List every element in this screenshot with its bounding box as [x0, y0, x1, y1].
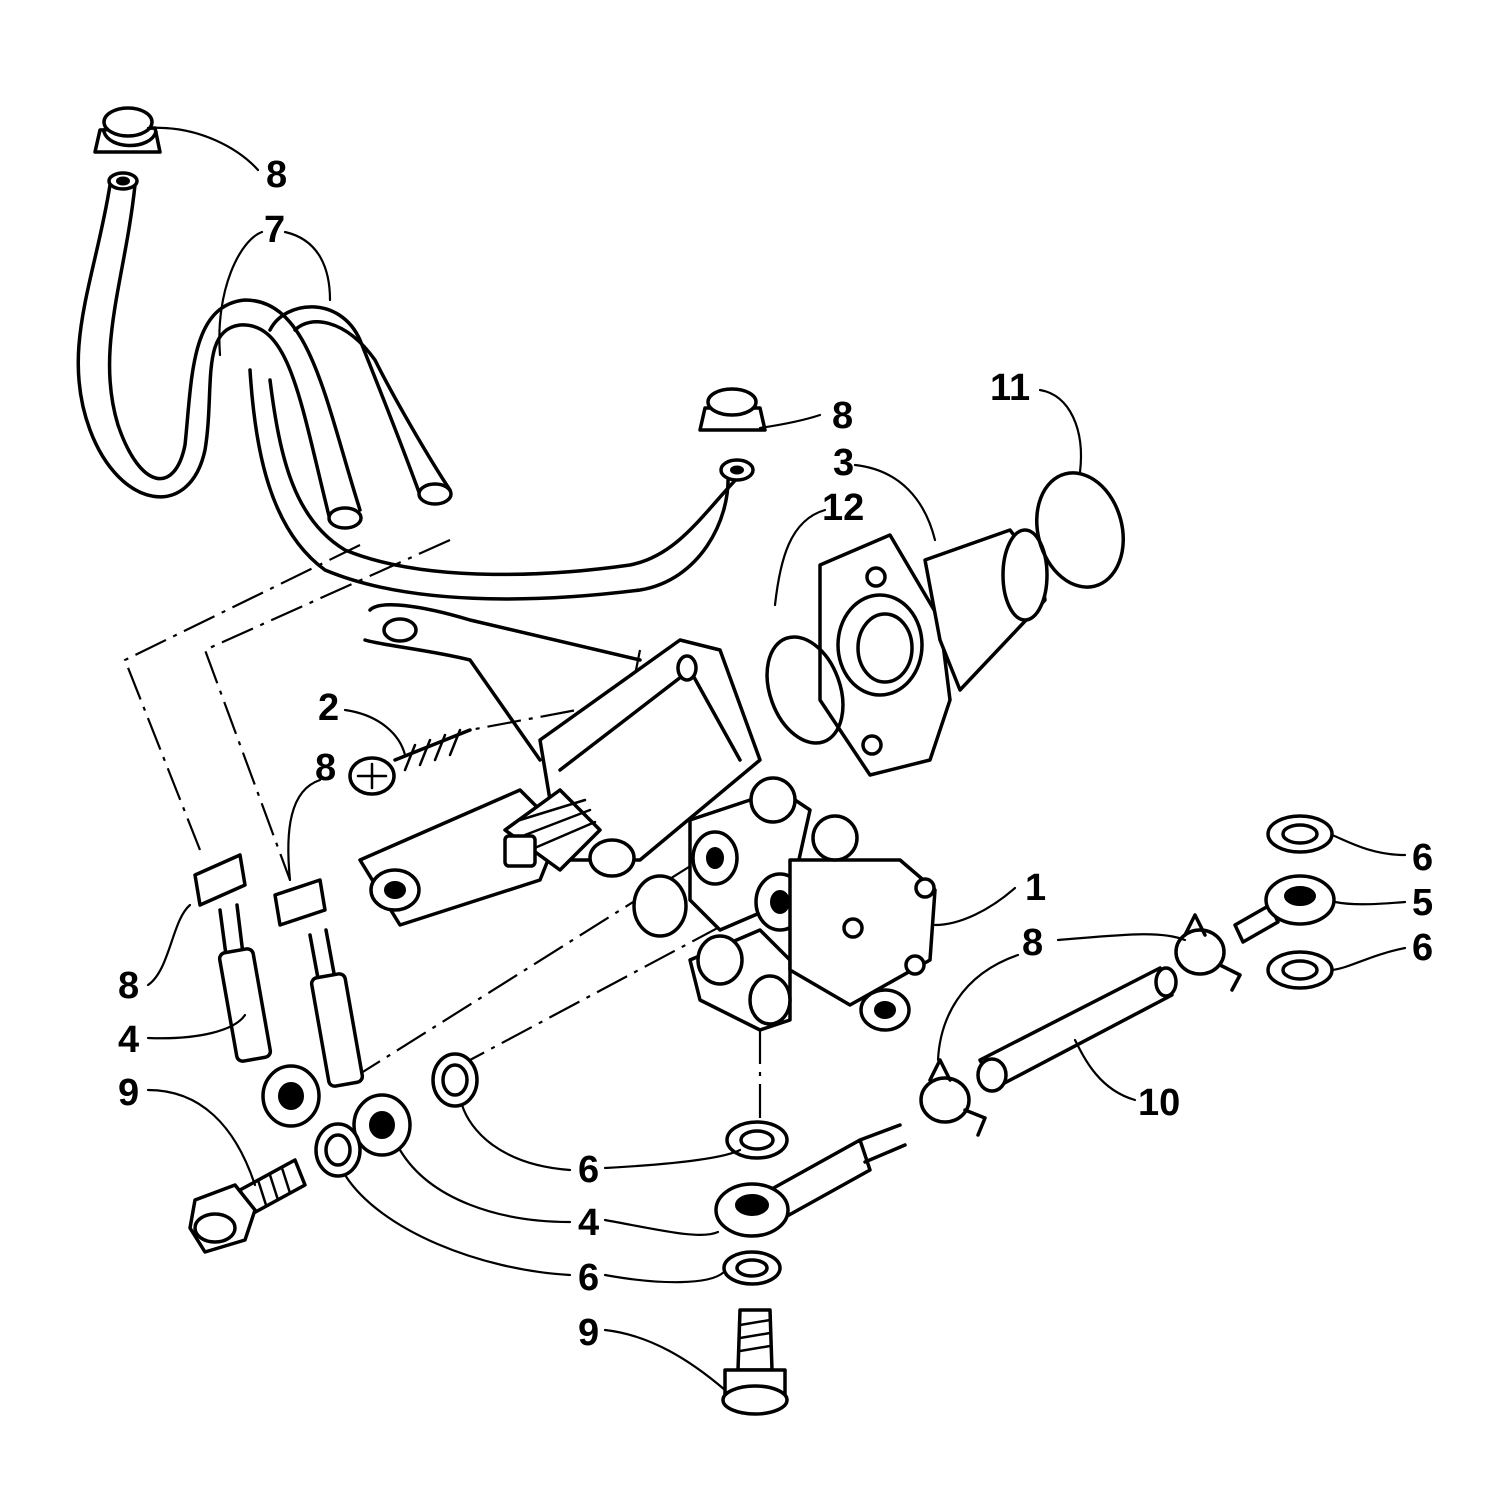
callout-9-left: 9: [118, 1072, 139, 1114]
clamp-right-lower: [919, 1058, 987, 1137]
callout-6-middle: 6: [578, 1149, 599, 1191]
o-ring: [1034, 471, 1126, 589]
hose-assembly: [76, 171, 755, 601]
washers: [314, 814, 1334, 1286]
mounting-bracket: [363, 603, 642, 762]
callout-labels: 8 7 8 3 11 12 2 8 1 8 6 5 6 8 4 9 10 6 4…: [118, 154, 1433, 1354]
callout-11: 11: [990, 367, 1030, 409]
callout-4-bottom: 4: [578, 1202, 599, 1244]
callout-6-right-top: 6: [1412, 837, 1433, 879]
screw: [348, 728, 472, 796]
hose-short: [976, 966, 1178, 1093]
banjo-fitting-bottom: [714, 1123, 907, 1238]
callout-9-bottom: 9: [578, 1312, 599, 1354]
callout-6-right-bottom: 6: [1412, 927, 1433, 969]
callout-2: 2: [318, 687, 339, 729]
banjo-bolt-left: [188, 1158, 307, 1254]
gasket-ring: [765, 635, 845, 745]
banjo-fitting-right: [1233, 874, 1336, 944]
banjo-fitting-left-b: [273, 878, 412, 1157]
callout-12: 12: [822, 487, 864, 529]
callout-4-left: 4: [118, 1019, 139, 1061]
banjo-bolt-bottom: [721, 1308, 789, 1416]
callout-8-top-left: 8: [266, 154, 287, 196]
callout-5: 5: [1412, 882, 1433, 924]
clamp-right-upper: [1174, 913, 1242, 992]
pump-cover: [818, 528, 1049, 777]
callout-6-bottom: 6: [578, 1257, 599, 1299]
callout-8-left-upper: 8: [315, 747, 336, 789]
oil-pump-body: [358, 638, 937, 1032]
callout-10: 10: [1138, 1082, 1180, 1124]
callout-3: 3: [833, 442, 854, 484]
leader-lines: [146, 126, 1407, 1392]
callout-7: 7: [264, 209, 285, 251]
clamp-mid: [698, 387, 767, 432]
banjo-fitting-left-a: [193, 853, 321, 1128]
clamp-top-left: [93, 106, 162, 154]
callout-8-mid: 8: [832, 395, 853, 437]
callout-8-left-lower: 8: [118, 965, 139, 1007]
callout-1: 1: [1025, 867, 1046, 909]
callout-8-right: 8: [1022, 922, 1043, 964]
